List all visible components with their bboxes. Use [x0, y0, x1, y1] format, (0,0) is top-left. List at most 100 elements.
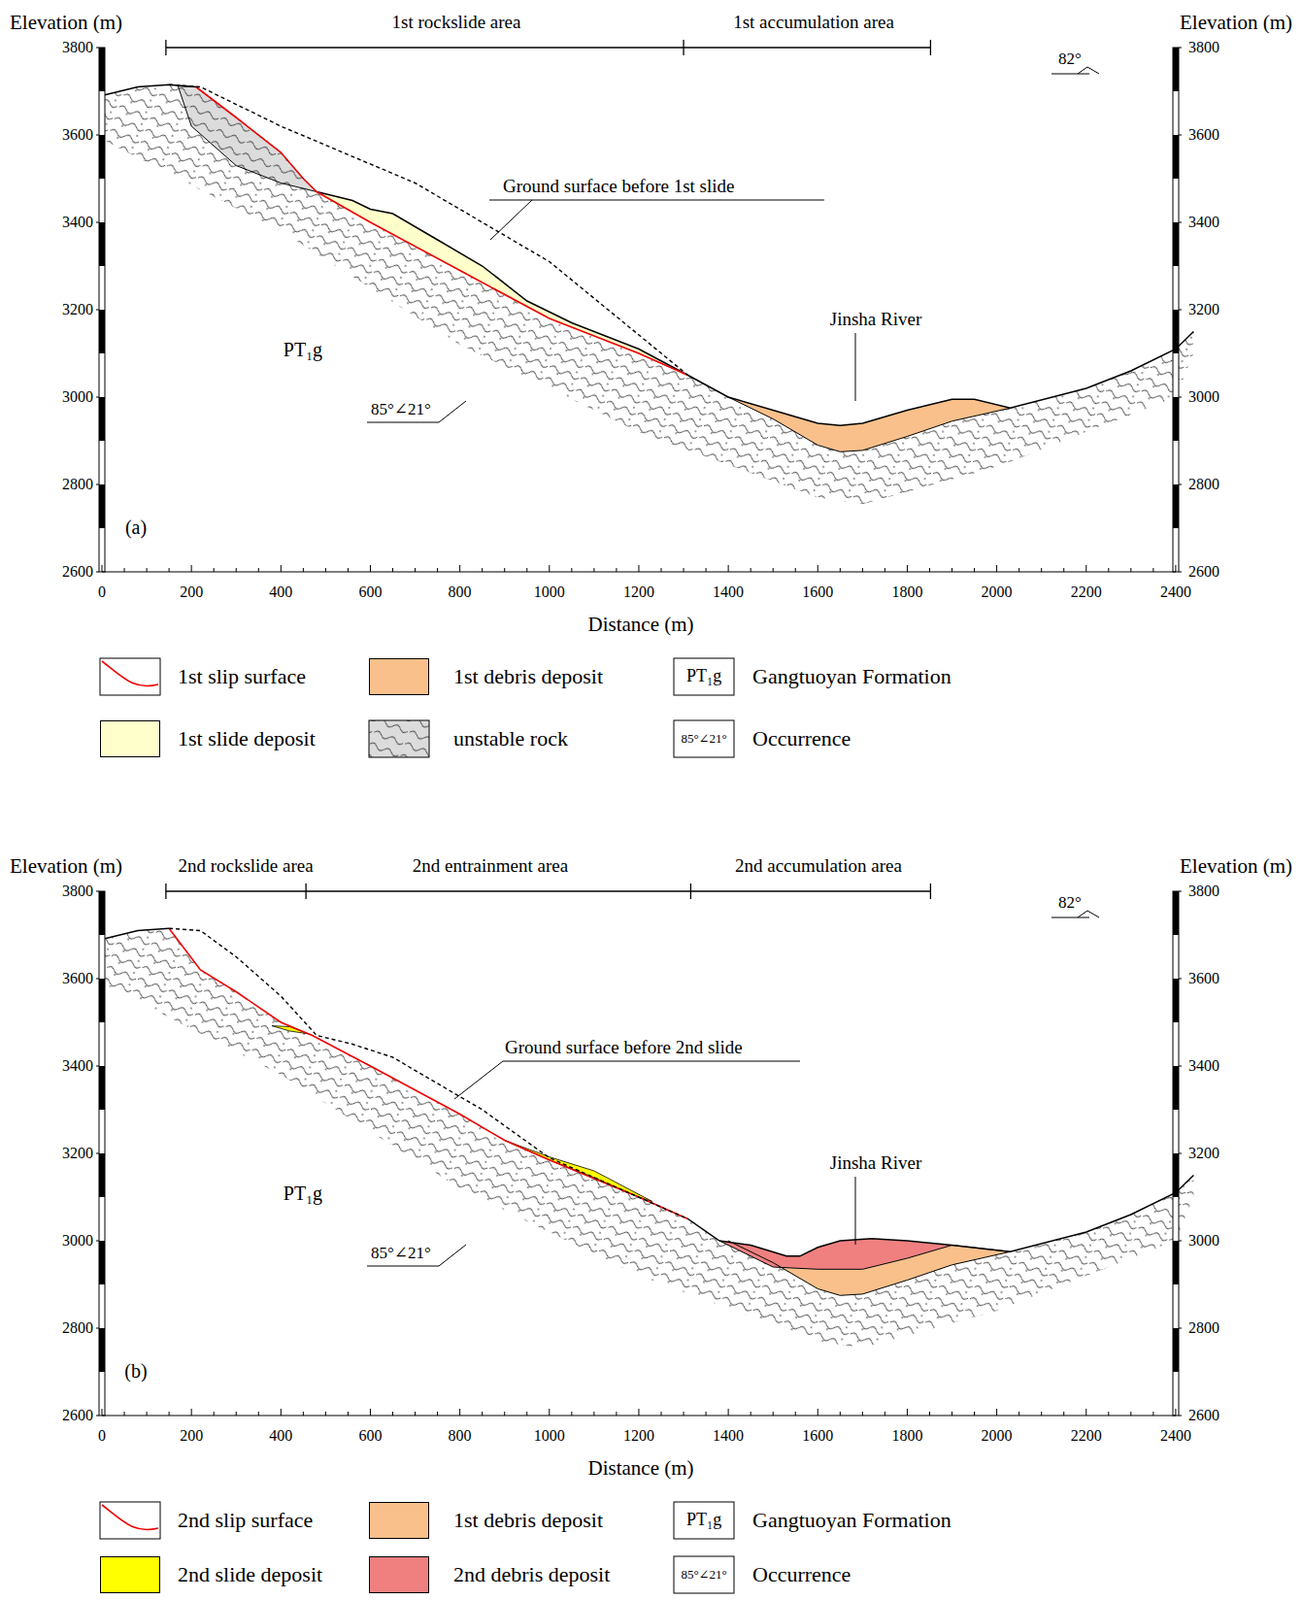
scale-segment	[99, 1328, 105, 1372]
river-leader	[855, 1176, 857, 1245]
tick-label: 400	[268, 1427, 293, 1445]
y-tick	[1178, 1240, 1182, 1242]
tick-label: 2800	[62, 1319, 94, 1337]
legend-text: 1st debris deposit	[453, 665, 603, 689]
slide-deposit-2	[271, 1026, 308, 1035]
unstable-rock	[177, 86, 317, 193]
x-tick	[973, 567, 975, 572]
x-tick	[951, 567, 953, 572]
scale-segment	[1172, 309, 1179, 354]
tick-label: 1400	[712, 1427, 744, 1445]
x-tick	[526, 567, 528, 572]
tick-label: 3400	[1188, 213, 1220, 232]
scale-segment	[1172, 978, 1179, 1023]
scale-segment	[99, 891, 105, 935]
legend-swatch	[100, 720, 161, 758]
x-tick	[325, 567, 327, 572]
deposit-boundary	[719, 1240, 1011, 1269]
x-tick	[637, 1408, 639, 1416]
x-tick	[124, 567, 126, 572]
occurrence-leader	[367, 400, 467, 423]
x-tick	[526, 1411, 528, 1416]
y-tick	[96, 222, 100, 224]
x-tick	[1107, 567, 1109, 572]
x-tick	[302, 1411, 304, 1416]
tick-label: 3800	[62, 38, 94, 57]
x-tick	[481, 567, 483, 572]
river-leader	[855, 333, 857, 401]
y-tick	[1178, 134, 1182, 136]
scale-segment	[1172, 222, 1179, 267]
scale-segment	[1172, 1066, 1179, 1110]
legend-sample-text: PT₁g	[686, 667, 722, 687]
y-tick	[1178, 978, 1182, 980]
x-tick	[593, 1411, 595, 1416]
y-tick	[1178, 1415, 1182, 1417]
x-tick	[906, 1408, 908, 1416]
x-tick	[661, 1411, 663, 1416]
tick-label: 3200	[62, 300, 94, 319]
tick-label: 3400	[62, 1057, 94, 1075]
x-tick	[615, 1411, 617, 1416]
x-tick	[1130, 567, 1132, 572]
legend-sample	[673, 1556, 735, 1594]
y-tick	[96, 571, 100, 573]
x-tick	[213, 567, 215, 572]
scale-segment	[1172, 134, 1179, 179]
orientation-underline	[1051, 917, 1090, 919]
x-tick	[1040, 1411, 1042, 1416]
x-tick	[1174, 1408, 1176, 1416]
scale-bar	[99, 891, 105, 1416]
bracket-tick	[682, 39, 684, 56]
x-tick	[906, 565, 908, 572]
tick-label: 200	[179, 583, 203, 601]
y-tick	[96, 891, 100, 893]
x-tick	[414, 1411, 416, 1416]
river-label: Jinsha River	[830, 309, 922, 331]
scale-segment	[99, 397, 105, 441]
x-tick	[862, 567, 864, 572]
x-tick	[795, 567, 797, 572]
x-tick	[661, 567, 663, 572]
x-tick	[369, 565, 371, 572]
x-tick	[884, 1411, 886, 1416]
legend-text: 1st slip surface	[177, 665, 306, 689]
legend-sample	[673, 720, 735, 758]
tick-label: 2800	[62, 475, 94, 494]
legend-swatch	[368, 658, 430, 696]
tick-label: 3800	[1188, 38, 1220, 57]
scale-bar	[1172, 891, 1179, 1416]
legend-text: unstable rock	[453, 727, 568, 751]
tick-label: 3600	[1188, 969, 1220, 988]
tick-label: 1600	[801, 1427, 834, 1445]
x-tick	[548, 565, 550, 572]
occurrence-leader	[367, 1244, 467, 1267]
x-tick	[839, 567, 841, 572]
legend-swatch	[100, 1556, 161, 1594]
x-tick	[436, 567, 438, 572]
orientation-symbol	[1077, 910, 1100, 918]
x-tick	[1018, 567, 1020, 572]
tick-label: 2000	[981, 583, 1013, 601]
legend-line-sample	[101, 1504, 159, 1531]
x-tick	[258, 567, 260, 572]
tick-label: 3400	[62, 213, 94, 232]
bedrock-line	[728, 397, 1010, 452]
x-tick	[414, 567, 416, 572]
x-tick	[503, 567, 505, 572]
tick-label: 1400	[712, 583, 744, 601]
x-tick	[884, 567, 886, 572]
y-tick	[1178, 47, 1182, 49]
scale-segment	[99, 1153, 105, 1198]
legend-swatch	[368, 1502, 430, 1539]
x-tick	[570, 567, 572, 572]
tick-label: 2200	[1070, 583, 1102, 601]
legend-sample-text: 85°∠21°	[680, 732, 727, 746]
formation-label: PT₁g	[281, 338, 325, 361]
panel-label: (b)	[124, 1360, 147, 1382]
x-tick	[101, 1408, 103, 1416]
tick-label: 3200	[1188, 300, 1220, 319]
tick-label: 3200	[62, 1144, 94, 1163]
y-tick	[1178, 222, 1182, 224]
pre-slide-surface	[168, 928, 689, 1219]
